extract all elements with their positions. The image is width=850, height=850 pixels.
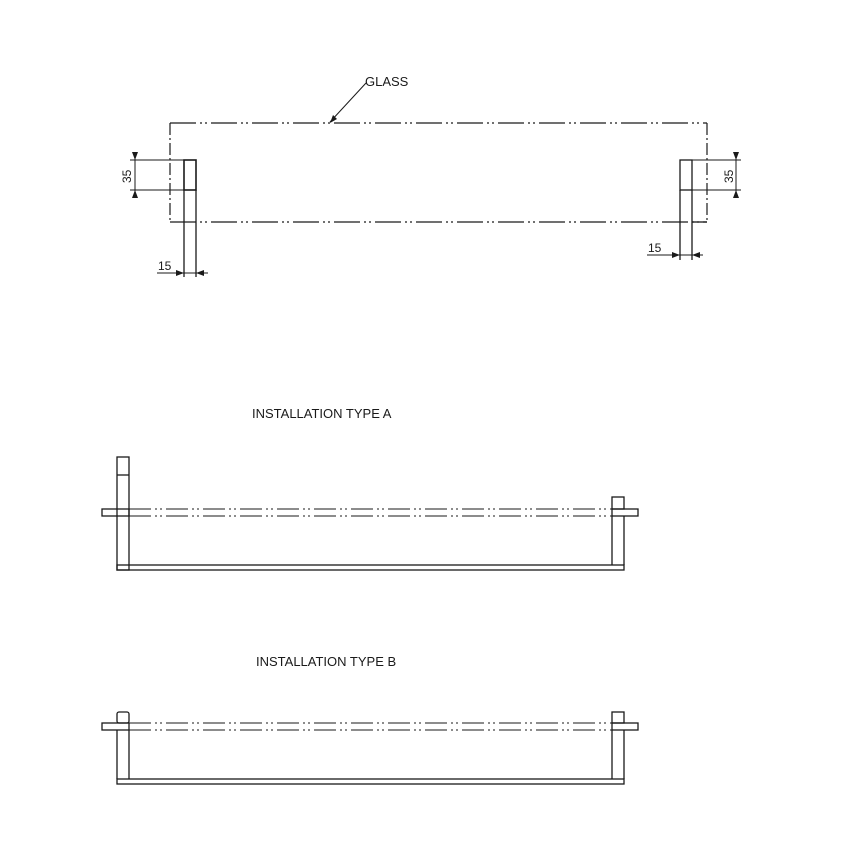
dim-15-right: 15 <box>648 241 662 255</box>
glass-outline <box>169 122 708 223</box>
right-bracket: 35 15 <box>647 152 741 260</box>
left-bracket: 35 15 <box>120 152 208 277</box>
installation-a-title: INSTALLATION TYPE A <box>252 406 392 421</box>
dim-35-left: 35 <box>120 169 134 183</box>
dim-35-right: 35 <box>722 169 736 183</box>
glass-leader: GLASS <box>329 74 409 123</box>
glass-label: GLASS <box>365 74 409 89</box>
installation-type-a: INSTALLATION TYPE A <box>101 406 639 571</box>
installation-b-title: INSTALLATION TYPE B <box>256 654 396 669</box>
dim-15-left: 15 <box>158 259 172 273</box>
top-view: GLASS 35 15 <box>120 74 741 277</box>
installation-type-b: INSTALLATION TYPE B <box>101 654 639 785</box>
